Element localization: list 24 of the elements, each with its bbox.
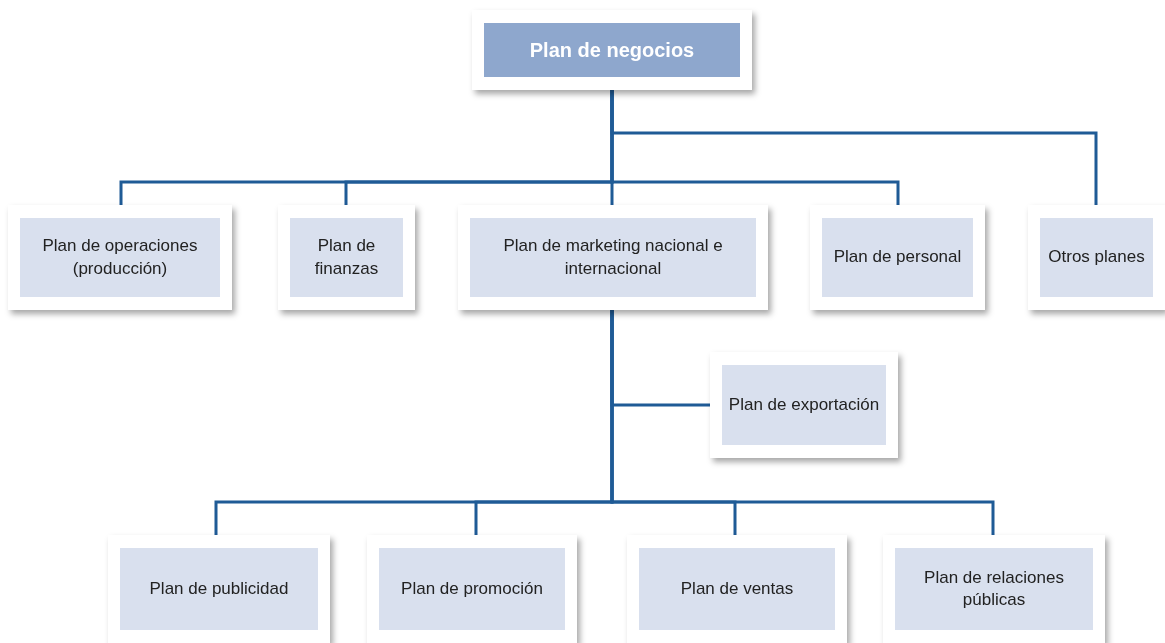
plan-card	[810, 205, 985, 310]
plan-box: Otros planes	[1040, 218, 1153, 297]
plan-box: Plan de negocios	[484, 23, 740, 77]
plan-card	[8, 205, 232, 310]
plan-card	[472, 10, 752, 90]
connector-line	[610, 310, 995, 535]
plan-box: Plan de operaciones (producción)	[20, 218, 220, 297]
plan-card	[367, 535, 577, 643]
plan-card	[883, 535, 1105, 643]
plan-box: Plan de exportación	[722, 365, 886, 445]
plan-box: Plan de personal	[822, 218, 973, 297]
plan-box: Plan de marketing nacional e internacional	[470, 218, 756, 297]
plan-box: Plan de relaciones públicas	[895, 548, 1093, 630]
plan-card	[710, 352, 898, 458]
plan-card	[627, 535, 847, 643]
plan-box: Plan de promoción	[379, 548, 565, 630]
plan-card	[278, 205, 415, 310]
plan-box: Plan de publicidad	[120, 548, 318, 630]
plan-box: Plan de finanzas	[290, 218, 403, 297]
connector-line	[610, 90, 1098, 205]
plan-card	[108, 535, 330, 643]
plan-box: Plan de ventas	[639, 548, 835, 630]
plan-card	[1028, 205, 1165, 310]
plan-card	[458, 205, 768, 310]
